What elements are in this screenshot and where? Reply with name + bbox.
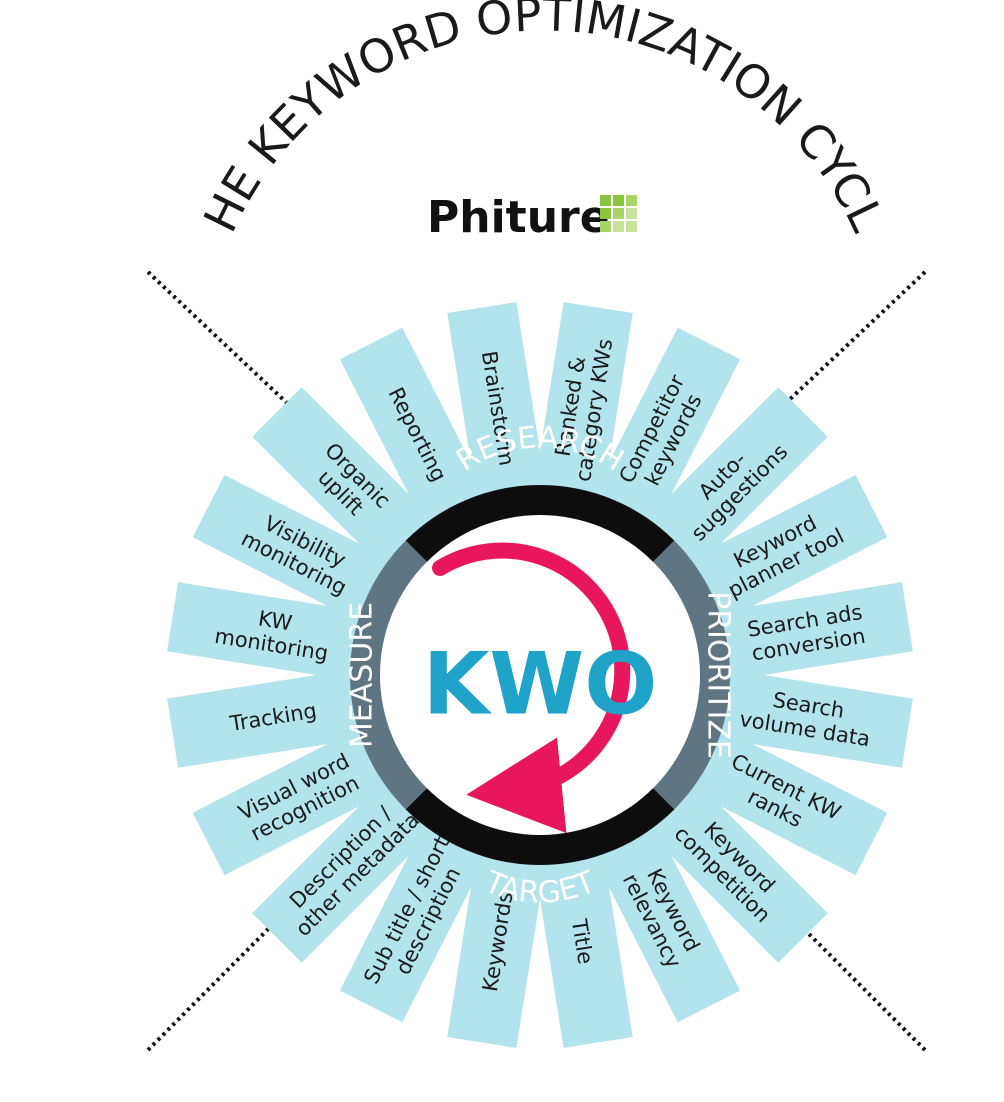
spoke-bar <box>339 792 504 1023</box>
spoke-current-kw-ranks: Current KWranks <box>657 711 888 876</box>
logo-cell <box>600 195 611 206</box>
ring-segment-prioritize <box>646 540 730 810</box>
center-disc <box>380 515 700 835</box>
phiture-logo-icon <box>600 195 637 232</box>
spoke-bar <box>657 474 888 639</box>
spoke-tracking: Tracking <box>167 663 398 768</box>
stage-ring <box>350 485 730 866</box>
spoke-title: Title <box>528 817 633 1048</box>
logo-cell <box>613 195 624 206</box>
logo-cell <box>626 208 637 219</box>
phiture-brand: Phiture <box>427 192 637 243</box>
spoke-keyword-relevancy: Keywordrelevancy <box>576 792 741 1023</box>
brand-name: Phiture <box>427 192 610 243</box>
spoke-bar <box>167 663 398 768</box>
spoke-bar <box>682 582 913 687</box>
logo-cell <box>613 221 624 232</box>
center-label: KWO <box>423 634 658 734</box>
spoke-label-line: KW <box>257 606 294 635</box>
logo-cell <box>600 208 611 219</box>
spoke-bar <box>576 327 741 558</box>
divider-line-top-right <box>768 270 927 420</box>
ring-segment-research <box>405 485 675 569</box>
spoke-bar <box>192 474 423 639</box>
circular-arrow-icon <box>432 542 631 833</box>
ring-segment-measure <box>350 540 434 810</box>
spoke-bar <box>339 327 504 558</box>
stage-label-prioritize: PRIORITIZE <box>701 591 736 759</box>
spoke-bar <box>576 792 741 1023</box>
spoke-bar <box>192 711 423 876</box>
spoke-competitor-keywords: Competitorkeywords <box>576 327 741 558</box>
logo-cell <box>600 221 611 232</box>
spoke-bar <box>528 817 633 1048</box>
logo-cell <box>626 221 637 232</box>
ring-segment-target <box>405 781 675 866</box>
stage-label-measure: MEASURE <box>345 602 380 748</box>
logo-cell <box>613 208 624 219</box>
spoke-bar <box>657 711 888 876</box>
spoke-search-ads-conversion: Search adsconversion <box>682 582 913 687</box>
divider-line-top-left <box>146 270 307 422</box>
logo-cell <box>626 195 637 206</box>
